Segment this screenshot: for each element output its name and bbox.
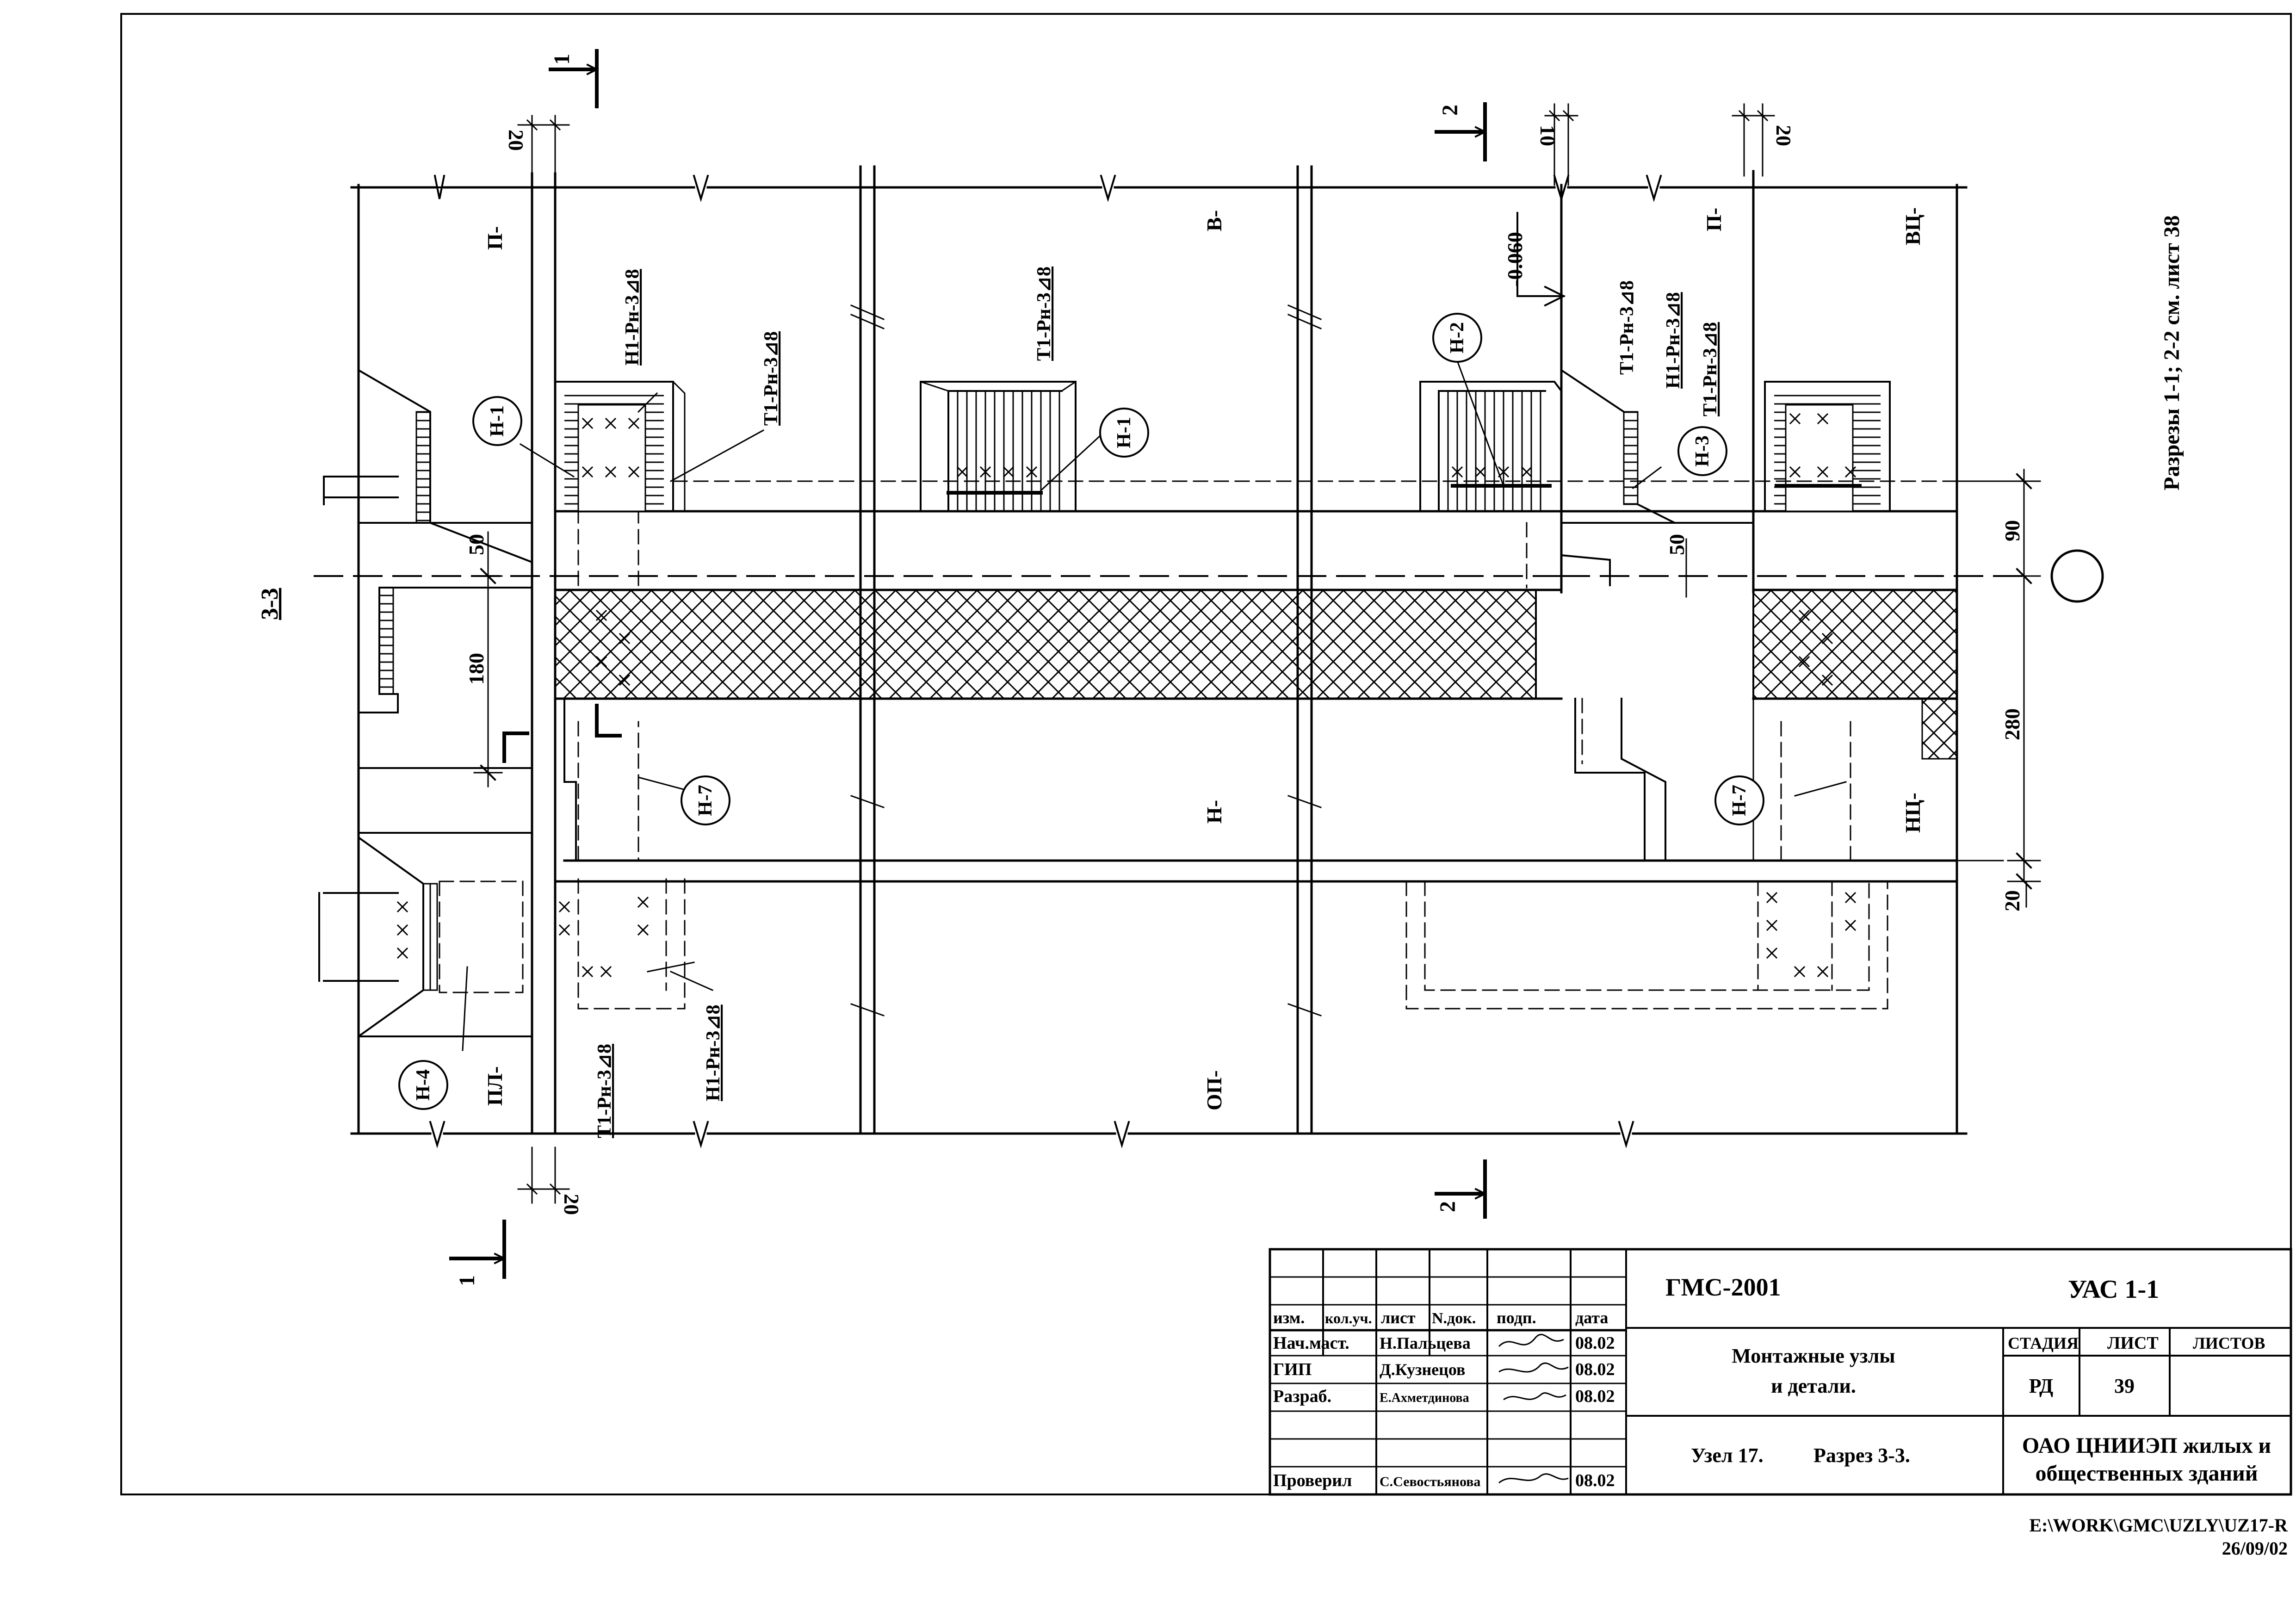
sheet-header: ЛИСТ <box>2107 1333 2159 1353</box>
col-header-podp: подп. <box>1497 1308 1536 1327</box>
row-role-4: Проверил <box>1273 1471 1352 1490</box>
section-title-block: Разрез 3-3. <box>1813 1444 1910 1467</box>
panel-nc: НЦ- <box>1901 793 1925 833</box>
row-name-1: Н.Пальцева <box>1380 1334 1471 1352</box>
weld-t1-top-left: Т1-Рн-3⊿8 <box>761 331 782 426</box>
description-line2: и детали. <box>1771 1375 1856 1397</box>
dim-180: 180 <box>464 653 488 685</box>
file-path: E:\WORK\GMC\UZLY\UZ17-R <box>2029 1515 2288 1536</box>
sheet-note: Разрезы 1-1; 2-2 см. лист 38 <box>2160 215 2184 490</box>
stage-header: СТАДИЯ <box>2008 1334 2079 1352</box>
signature-3 <box>1503 1392 1566 1401</box>
node-callout-n3: Н-3 <box>1677 426 1727 476</box>
row-date-4: 08.02 <box>1575 1471 1615 1490</box>
panel-p-right: П- <box>1702 208 1726 231</box>
row-name-4: С.Севостьянова <box>1380 1474 1480 1489</box>
dim-20-bottom: 20 <box>560 1194 583 1215</box>
row-role-2: ГИП <box>1273 1360 1312 1379</box>
dim-10-top: 10 <box>1536 125 1560 146</box>
signature-4 <box>1498 1473 1569 1484</box>
row-role-3: Разраб. <box>1273 1387 1331 1406</box>
weld-h1-top-left: Н1-Рн-3⊿8 <box>622 269 643 366</box>
sheets-header: ЛИСТОВ <box>2193 1334 2265 1352</box>
cut-mark-2-bottom: 2 <box>1436 1201 1460 1212</box>
col-header-list: лист <box>1381 1308 1416 1327</box>
sheet-code: УАС 1-1 <box>2068 1275 2159 1304</box>
dim-90: 90 <box>2000 520 2024 541</box>
dim-50-left: 50 <box>464 534 488 555</box>
weld-t1-top-center: Т1-Рн-3⊿8 <box>1034 267 1055 361</box>
section-title: 3-3 <box>257 588 283 620</box>
svg-text:Н-3: Н-3 <box>1692 435 1713 467</box>
stage-value: РД <box>2029 1375 2053 1397</box>
svg-text:Н-7: Н-7 <box>695 785 716 816</box>
col-header-data: дата <box>1575 1308 1608 1327</box>
svg-text:Н-1: Н-1 <box>1114 417 1135 448</box>
weld-t1-bottom: Т1-Рн-3⊿8 <box>594 1044 615 1138</box>
node-callout-n1-center: Н-1 <box>1099 408 1149 458</box>
row-role-1: Нач.маст. <box>1273 1333 1349 1353</box>
node-callout-n1-left: Н-1 <box>472 396 522 446</box>
row-date-3: 08.02 <box>1575 1387 1615 1406</box>
elevation-mark: -0.060 <box>1503 232 1527 287</box>
row-date-1: 08.02 <box>1575 1333 1615 1353</box>
panel-op: ОП- <box>1202 1070 1226 1110</box>
org-line2: общественных зданий <box>2036 1461 2258 1486</box>
panel-n: Н- <box>1202 800 1226 824</box>
row-name-3: Е.Ахметдинова <box>1380 1391 1469 1405</box>
node-callout-n7-right: Н-7 <box>1714 775 1764 825</box>
node-callout-n4: Н-4 <box>398 1060 448 1110</box>
sheet-number: 39 <box>2114 1375 2135 1397</box>
panel-v: В- <box>1202 210 1226 231</box>
dim-20-top-left: 20 <box>504 130 528 151</box>
svg-text:Н-7: Н-7 <box>1729 785 1750 816</box>
cut-mark-2-top: 2 <box>1438 105 1462 116</box>
weld-t1-top-right: Т1-Рн-3⊿8 <box>1616 280 1638 375</box>
cut-mark-1-bottom: 1 <box>455 1275 479 1286</box>
node-title: Узел 17. <box>1691 1444 1764 1467</box>
signature-2 <box>1498 1362 1569 1373</box>
sheet-frame <box>120 13 2292 1495</box>
dim-50-right: 50 <box>1665 534 1689 555</box>
svg-text:Н-1: Н-1 <box>487 405 508 437</box>
weld-h1-bottom: Н1-Рн-3⊿8 <box>703 1004 724 1101</box>
col-header-izm: изм. <box>1273 1308 1305 1327</box>
panel-p-left: П- <box>483 226 507 250</box>
panel-vc: ВЦ- <box>1901 207 1925 245</box>
doc-code: ГМС-2001 <box>1665 1273 1781 1301</box>
file-date: 26/09/02 <box>2222 1538 2288 1559</box>
weld-t1-top-right-2: Т1-Рн-3⊿8 <box>1700 322 1721 416</box>
dim-20-right: 20 <box>2000 890 2024 911</box>
row-date-2: 08.02 <box>1575 1360 1615 1379</box>
org-line1: ОАО ЦНИИЭП жилых и <box>2022 1433 2271 1458</box>
title-block <box>1269 1248 2292 1496</box>
col-header-ndok: N.док. <box>1432 1310 1476 1327</box>
title-block-text: ГМС-2001 УАС 1-1 изм. кол.уч. лист N.док… <box>1273 1273 2271 1490</box>
cut-mark-1-top: 1 <box>550 54 574 65</box>
col-header-kol: кол.уч. <box>1325 1310 1372 1326</box>
panel-pl: ПЛ- <box>483 1066 507 1106</box>
description-line1: Монтажные узлы <box>1732 1345 1895 1367</box>
svg-text:Н-2: Н-2 <box>1447 322 1468 353</box>
dim-280: 280 <box>2000 708 2024 740</box>
row-name-2: Д.Кузнецов <box>1380 1360 1465 1379</box>
weld-h1-top-right: Н1-Рн-3⊿8 <box>1663 292 1684 389</box>
signature-1 <box>1498 1333 1564 1347</box>
section-drawing <box>314 49 2104 1279</box>
dim-20-top-right: 20 <box>1772 125 1795 146</box>
node-callout-n7-left: Н-7 <box>681 775 730 825</box>
svg-text:Н-4: Н-4 <box>413 1069 434 1101</box>
drawing-labels: 3-3 Разрезы 1-1; 2-2 см. лист 38 1 1 2 2… <box>257 54 2184 1286</box>
node-callout-n2: Н-2 <box>1432 313 1482 363</box>
